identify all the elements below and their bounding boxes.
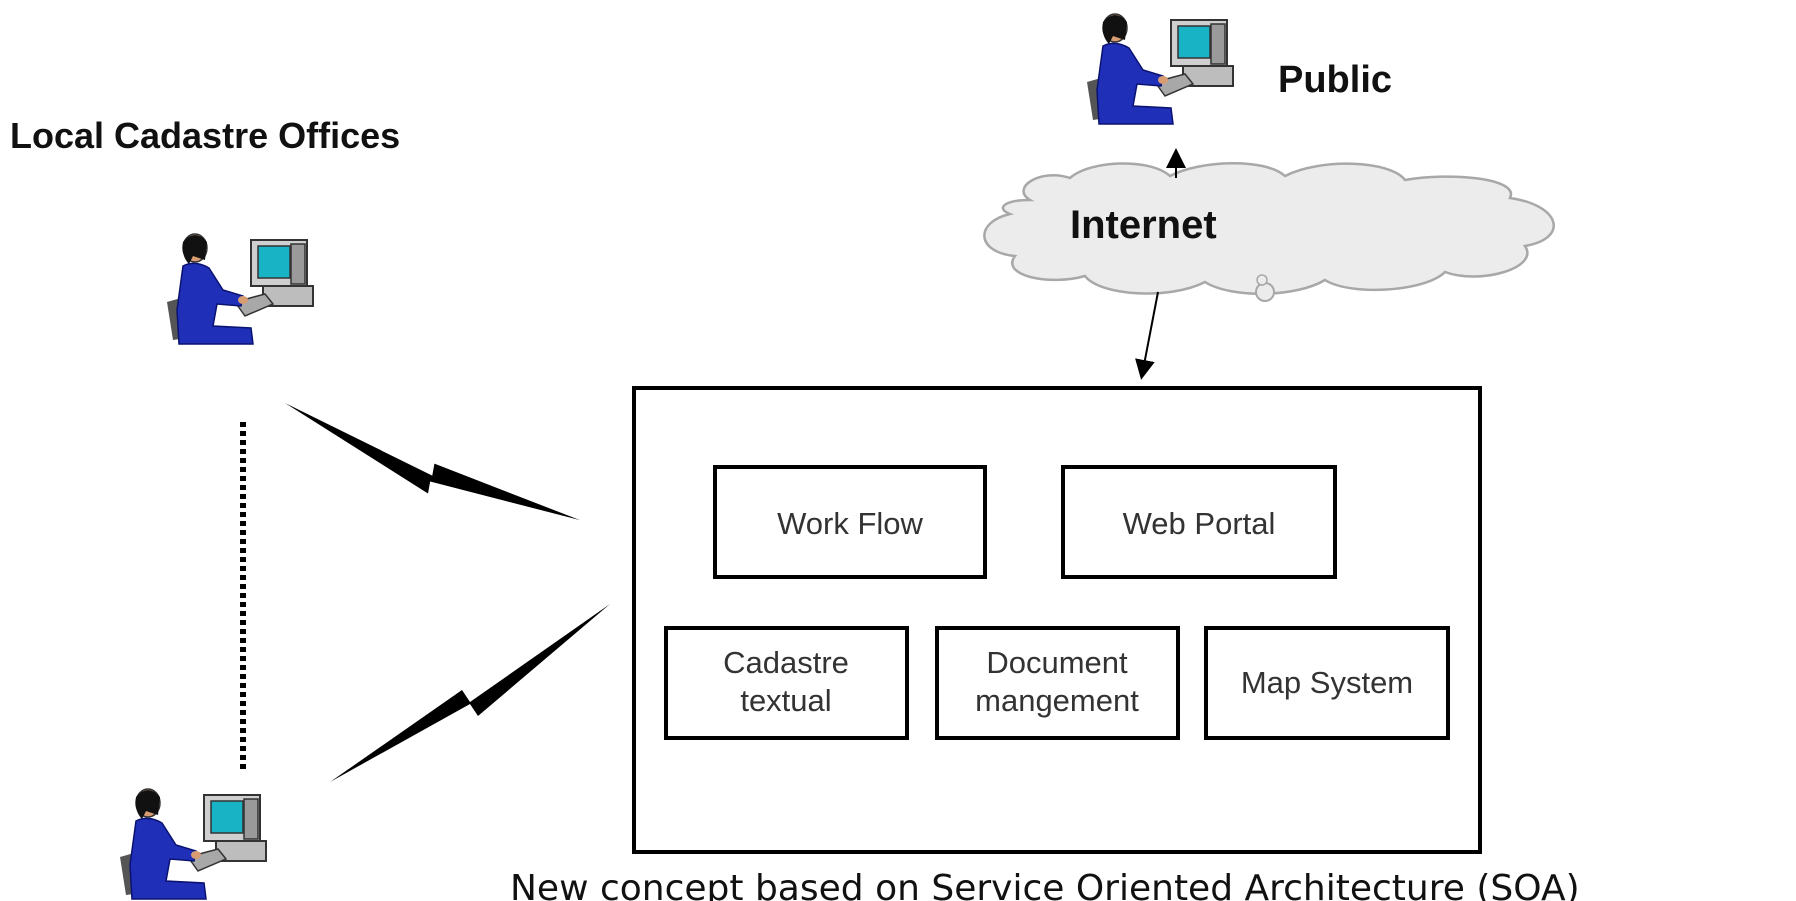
cadastre-textual-label-line1: Cadastre xyxy=(723,645,849,680)
cadastre-textual-module: Cadastre textual xyxy=(664,626,909,740)
work-flow-label: Work Flow xyxy=(777,506,923,541)
public-title: Public xyxy=(1278,59,1392,101)
soa-system-box xyxy=(632,386,1482,854)
user-at-computer-icon xyxy=(1086,13,1234,125)
map-system-module: Map System xyxy=(1204,626,1450,740)
document-management-label-line2: mangement xyxy=(975,683,1139,718)
diagram-caption: New concept based on Service Oriented Ar… xyxy=(510,868,1580,901)
cloud-icon xyxy=(983,162,1555,302)
lightning-link-icon xyxy=(283,403,582,521)
user-at-computer-icon xyxy=(119,788,267,900)
lightning-link-icon xyxy=(330,604,610,782)
cadastre-textual-label-line2: textual xyxy=(740,683,831,718)
document-management-module: Document mangement xyxy=(935,626,1180,740)
work-flow-module: Work Flow xyxy=(713,465,987,579)
web-portal-module: Web Portal xyxy=(1061,465,1337,579)
document-management-label-line1: Document xyxy=(986,645,1128,680)
internet-label: Internet xyxy=(1070,203,1217,247)
local-offices-title: Local Cadastre Offices xyxy=(10,115,400,156)
map-system-label: Map System xyxy=(1241,665,1413,700)
user-at-computer-icon xyxy=(166,233,314,345)
web-portal-label: Web Portal xyxy=(1123,506,1276,541)
arrow-to-system xyxy=(1135,291,1159,380)
